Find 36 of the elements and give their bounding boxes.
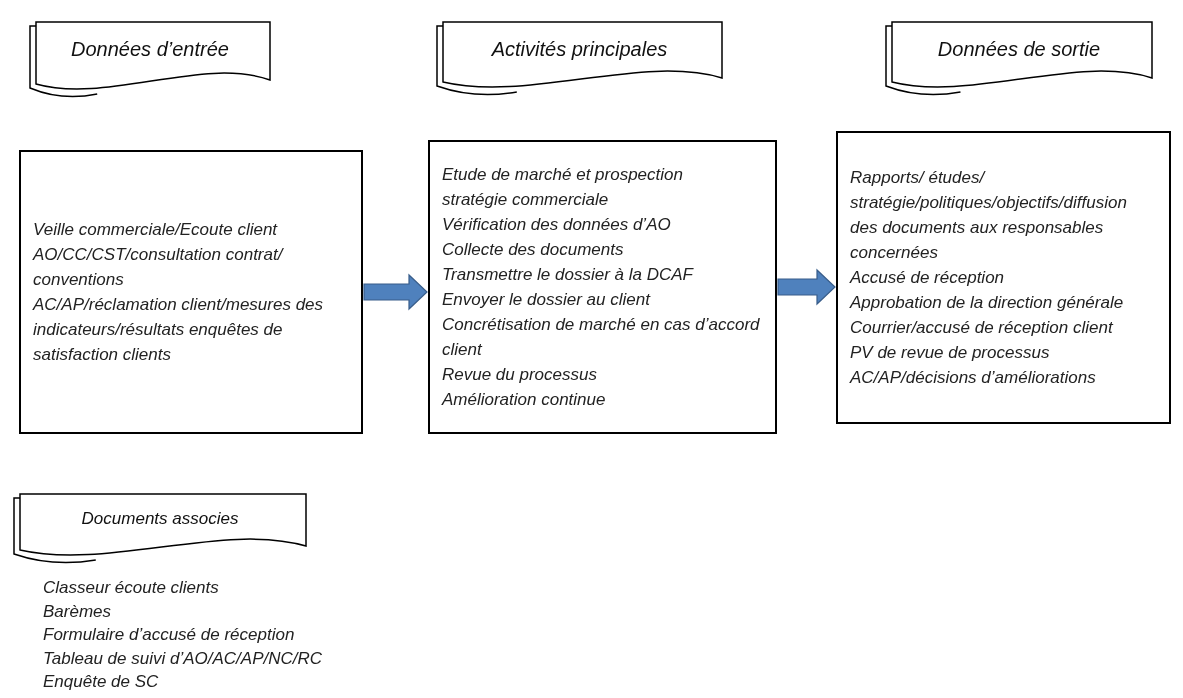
block-arrow: [363, 273, 428, 311]
list-item: Courrier/accusé de réception client: [850, 317, 1115, 339]
banner-shape: [30, 22, 270, 96]
banner-title: Données d’entrée: [71, 38, 229, 61]
block-arrow: [777, 268, 836, 306]
list-item: Amélioration continue: [442, 389, 607, 411]
banner-shape: [437, 22, 722, 94]
list-item: AC/AP/décisions d’améliorations: [850, 367, 1097, 389]
process-box: [19, 150, 363, 434]
process-box: [428, 140, 777, 434]
banner-shape: [14, 494, 306, 562]
document-list-item: Enquête de SC: [43, 672, 159, 692]
list-item: Etude de marché et prospection: [442, 164, 684, 186]
list-item: Vérification des données d’AO: [442, 214, 672, 236]
list-item: Collecte des documents: [442, 239, 625, 261]
list-item: Concrétisation de marché en cas d’accord client: [442, 314, 761, 361]
list-item: AO/CC/CST/consultation contrat/ conventions: [33, 244, 285, 291]
process-box: [836, 131, 1171, 424]
list-item: stratégie commerciale: [442, 189, 610, 211]
list-item: Rapports/ études/ stratégie/politiques/objectifs/diffusion des documents aux responsables concernées: [850, 167, 1128, 264]
document-list-item: Formulaire d’accusé de réception: [43, 625, 295, 645]
list-item: AC/AP/réclamation client/mesures des indicateurs/résultats enquêtes de satisfaction clients: [33, 294, 325, 366]
list-item: Envoyer le dossier au client: [442, 289, 652, 311]
list-item: Accusé de réception: [850, 267, 1006, 289]
document-list-item: Barèmes: [43, 601, 112, 622]
list-item: Veille commerciale/Ecoute client: [33, 219, 279, 241]
document-list-item: Tableau de suivi d’AO/AC/AP/NC/RC: [43, 648, 323, 669]
banner-shape: [886, 22, 1152, 94]
banner-title: Documents associes: [81, 509, 239, 529]
banner-title: Activités principales: [491, 38, 668, 61]
banner-title: Données de sortie: [937, 38, 1101, 61]
list-item: PV de revue de processus: [850, 342, 1051, 364]
list-item: Approbation de la direction générale: [850, 292, 1125, 314]
list-item: Transmettre le dossier à la DCAF: [442, 264, 695, 286]
list-item: Revue du processus: [442, 364, 598, 386]
document-list-item: Classeur écoute clients: [43, 578, 219, 598]
